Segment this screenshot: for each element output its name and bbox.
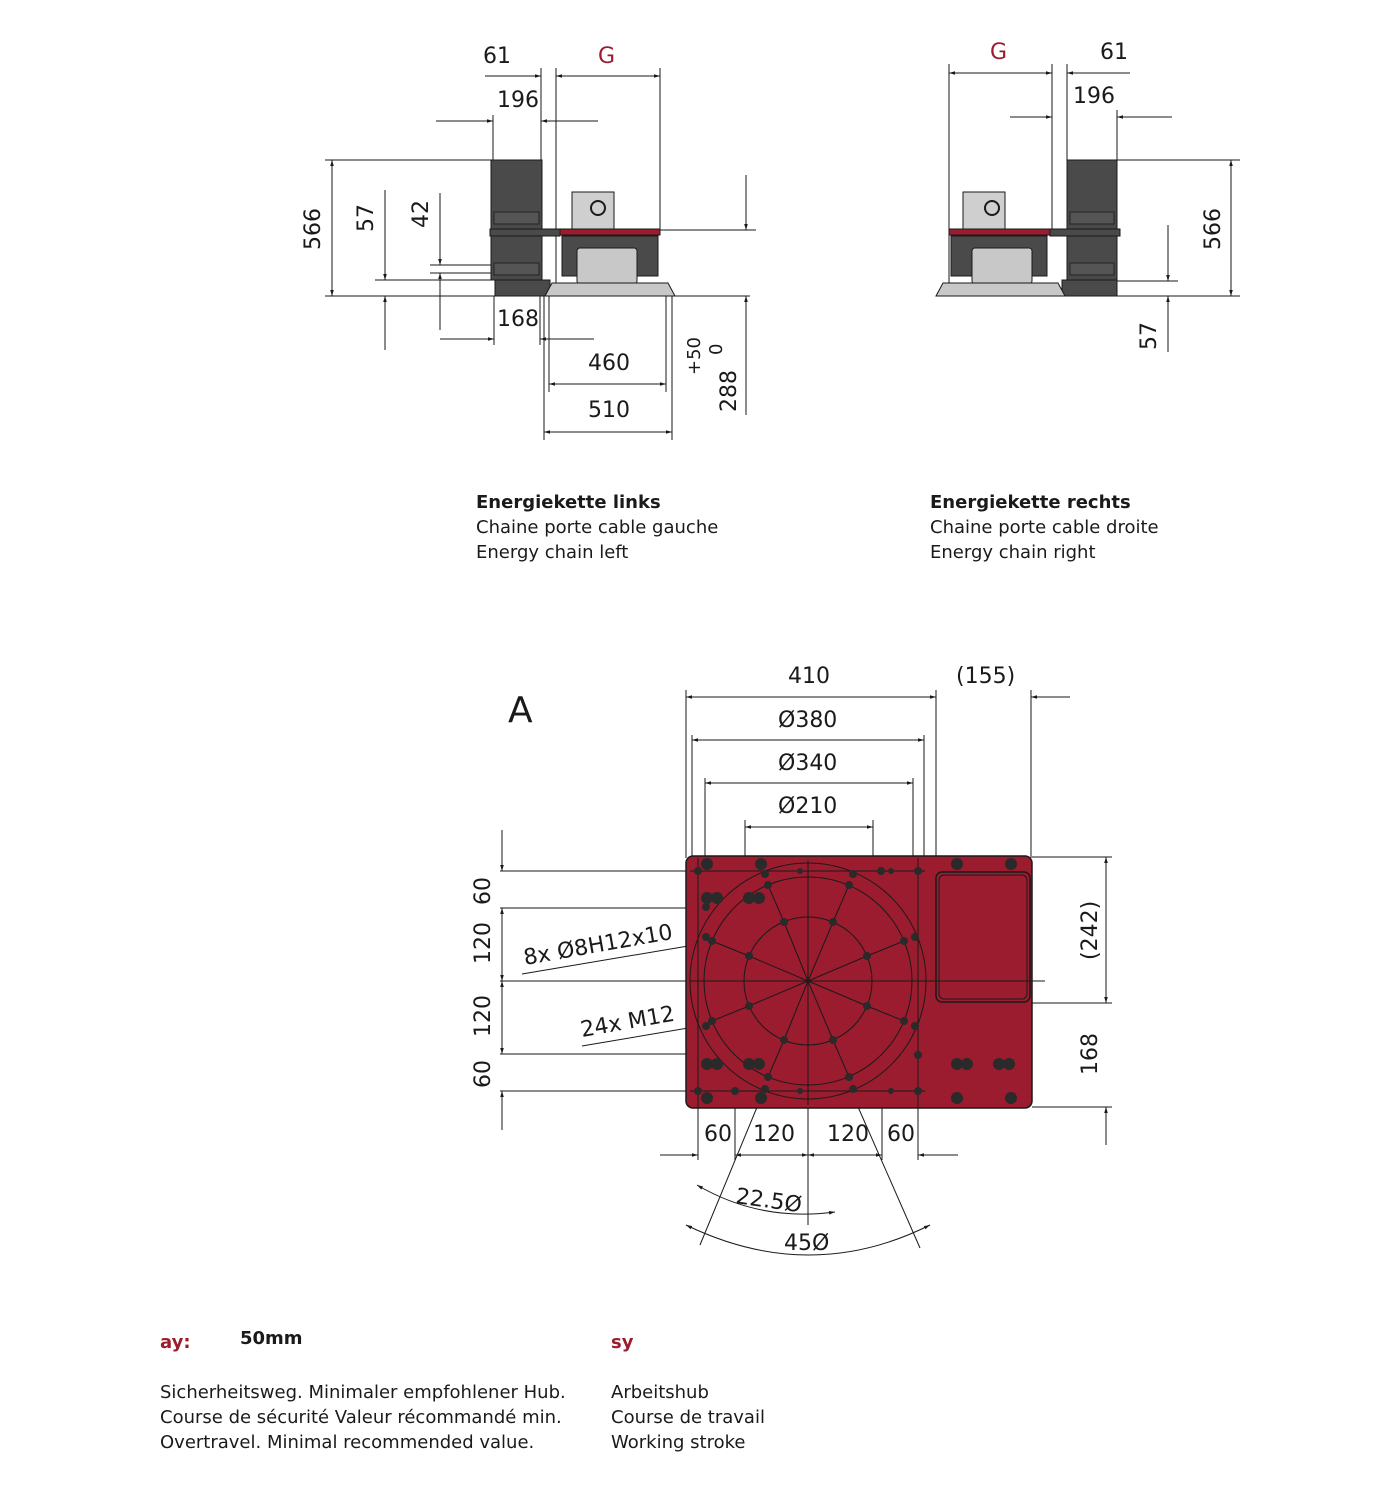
caption-left-en: Energy chain left: [476, 542, 629, 563]
caption-right-title: Energiekette rechts: [930, 492, 1131, 513]
right-dimension-labels: G 61 196 566 57: [990, 40, 1226, 350]
svg-text:168: 168: [1078, 1033, 1103, 1075]
right-machine: [935, 159, 1121, 297]
svg-text:0: 0: [706, 344, 727, 355]
svg-text:+50: +50: [684, 337, 705, 375]
caption-left: Energiekette links Chaine porte cable ga…: [476, 490, 718, 565]
sy-desc-de: Arbeitshub: [611, 1382, 709, 1403]
svg-text:120: 120: [471, 922, 496, 964]
ay-value: 50mm: [240, 1328, 303, 1349]
svg-text:G: G: [990, 40, 1007, 65]
svg-text:G: G: [598, 44, 615, 69]
svg-text:22.5Ø: 22.5Ø: [734, 1184, 803, 1218]
svg-text:566: 566: [1201, 208, 1226, 250]
ay-desc-en: Overtravel. Minimal recommended value.: [160, 1432, 535, 1453]
svg-text:120: 120: [753, 1122, 795, 1147]
svg-text:(155): (155): [956, 664, 1015, 689]
svg-text:60: 60: [887, 1122, 915, 1147]
svg-text:Ø210: Ø210: [778, 794, 837, 819]
svg-text:288: 288: [717, 370, 742, 412]
caption-right: Energiekette rechts Chaine porte cable d…: [930, 490, 1159, 565]
svg-text:120: 120: [471, 995, 496, 1037]
svg-text:168: 168: [497, 307, 539, 332]
rotary-table-plate: [685, 855, 1045, 1109]
svg-text:61: 61: [1100, 40, 1128, 65]
sy-desc-en: Working stroke: [611, 1432, 746, 1453]
caption-right-en: Energy chain right: [930, 542, 1096, 563]
svg-text:61: 61: [483, 44, 511, 69]
svg-text:410: 410: [788, 664, 830, 689]
svg-text:Ø340: Ø340: [778, 751, 837, 776]
ay-desc-fr: Course de sécurité Valeur récommandé min…: [160, 1407, 562, 1428]
svg-text:57: 57: [354, 204, 379, 232]
svg-text:60: 60: [471, 1060, 496, 1088]
view-a-dimensions: [500, 690, 1112, 1256]
svg-text:196: 196: [1073, 84, 1115, 109]
svg-text:60: 60: [704, 1122, 732, 1147]
svg-text:45Ø: 45Ø: [784, 1231, 829, 1256]
svg-text:Ø380: Ø380: [778, 708, 837, 733]
svg-text:(242): (242): [1078, 901, 1103, 960]
svg-text:57: 57: [1137, 322, 1162, 350]
legend-ay: ay: 50mm Sicherheitsweg. Minimaler empfo…: [160, 1328, 566, 1455]
svg-text:566: 566: [301, 208, 326, 250]
ay-symbol: ay:: [160, 1332, 191, 1353]
svg-text:510: 510: [588, 398, 630, 423]
caption-left-title: Energiekette links: [476, 492, 661, 513]
svg-text:8x Ø8H12x10: 8x Ø8H12x10: [522, 920, 675, 971]
legend-sy: sy Arbeitshub Course de travail Working …: [611, 1330, 765, 1455]
svg-text:60: 60: [471, 877, 496, 905]
sy-symbol: sy: [611, 1332, 634, 1353]
svg-text:196: 196: [497, 88, 539, 113]
svg-text:24x M12: 24x M12: [579, 1002, 677, 1043]
svg-text:460: 460: [588, 351, 630, 376]
caption-right-fr: Chaine porte cable droite: [930, 517, 1159, 538]
ay-desc-de: Sicherheitsweg. Minimaler empfohlener Hu…: [160, 1382, 566, 1403]
sy-desc-fr: Course de travail: [611, 1407, 765, 1428]
caption-left-fr: Chaine porte cable gauche: [476, 517, 719, 538]
left-dimension-labels: 61 G 196 566 57 42 168 460 510 +50 0 288: [301, 44, 742, 423]
svg-text:120: 120: [827, 1122, 869, 1147]
svg-text:42: 42: [409, 200, 434, 228]
view-label-a: A: [508, 690, 533, 731]
left-machine: [489, 159, 676, 297]
